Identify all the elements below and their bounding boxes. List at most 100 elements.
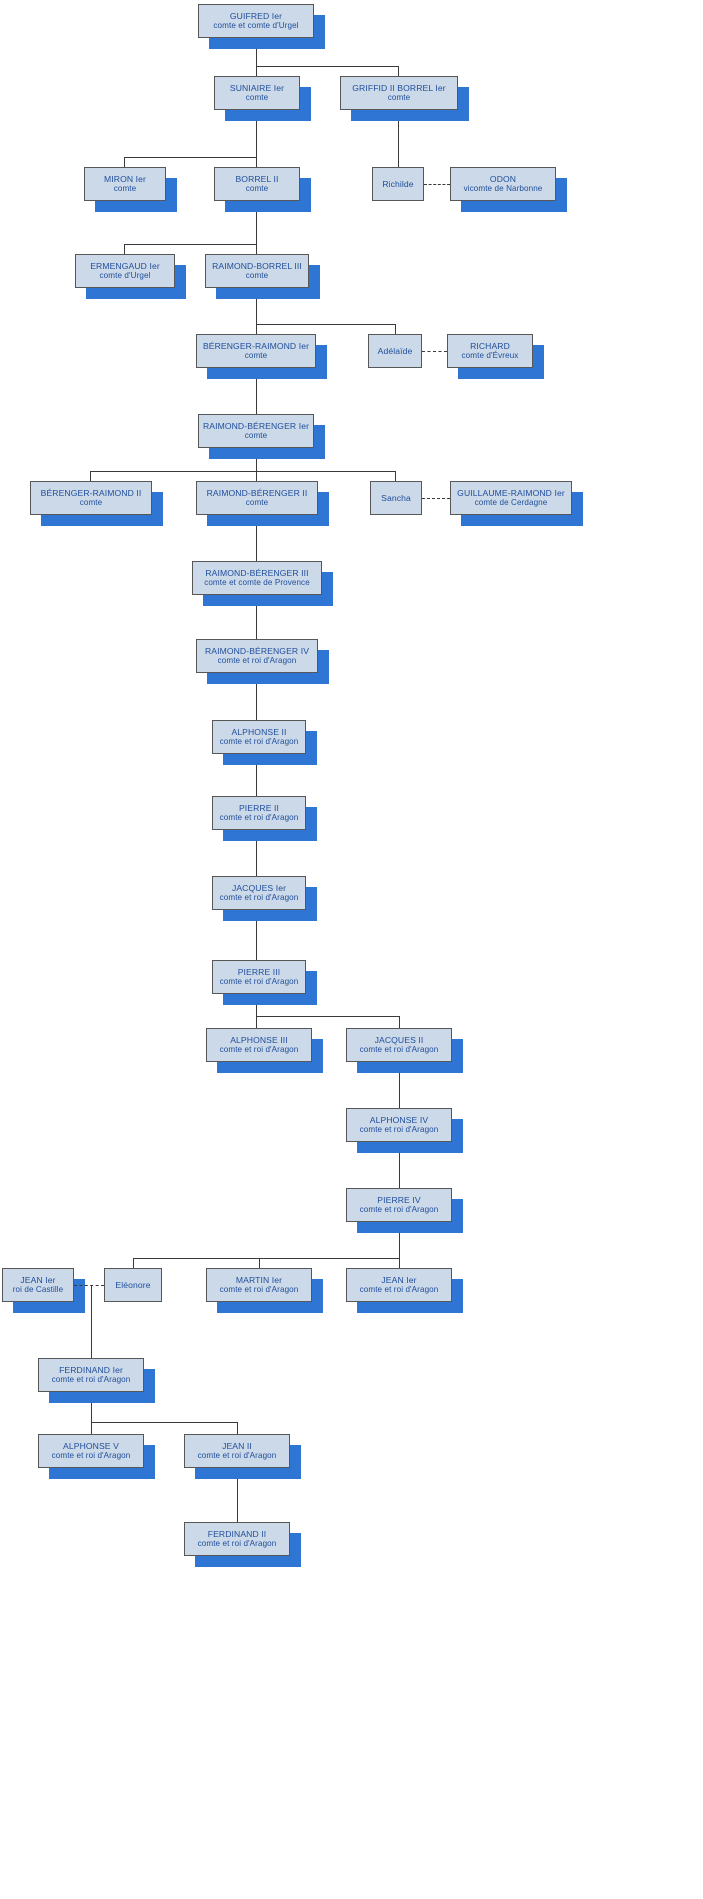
connector-line bbox=[256, 324, 258, 334]
person-name: RAIMOND-BÉRENGER Ier bbox=[202, 420, 310, 431]
connector-line bbox=[256, 38, 258, 66]
marriage-line-richilde-odon bbox=[424, 184, 450, 185]
person-node-sancha[interactable]: Sancha bbox=[370, 481, 422, 515]
connector-line bbox=[256, 244, 258, 254]
person-name: RAIMOND-BÉRENGER IV bbox=[204, 645, 310, 656]
connector-line bbox=[256, 201, 258, 244]
connector-line bbox=[256, 448, 258, 471]
connector-line bbox=[90, 471, 396, 473]
person-title: comte et roi d'Aragon bbox=[219, 977, 299, 987]
person-node-richilde[interactable]: Richilde bbox=[372, 167, 424, 201]
person-name: BÉRENGER-RAIMOND II bbox=[40, 487, 142, 498]
connector-line bbox=[124, 157, 257, 159]
person-title: comte et roi d'Aragon bbox=[217, 656, 297, 666]
connector-line bbox=[90, 471, 92, 481]
connector-line bbox=[256, 830, 258, 876]
connector-line bbox=[124, 244, 126, 254]
marriage-line-jean-eleonore bbox=[74, 1285, 104, 1286]
connector-line bbox=[256, 368, 258, 414]
connector-line bbox=[124, 244, 257, 246]
connector-line bbox=[256, 595, 258, 639]
person-name: JEAN II bbox=[222, 1440, 252, 1451]
person-title: comte et roi d'Aragon bbox=[51, 1375, 131, 1385]
person-name: GUILLAUME-RAIMOND Ier bbox=[457, 487, 565, 498]
connector-line bbox=[399, 1142, 401, 1188]
person-name: FERDINAND II bbox=[207, 1528, 267, 1539]
person-title: comte et roi d'Aragon bbox=[359, 1285, 439, 1295]
person-name: JACQUES II bbox=[374, 1034, 424, 1045]
person-node-eleonore[interactable]: Eléonore bbox=[104, 1268, 162, 1302]
connector-line bbox=[91, 1348, 93, 1358]
person-name: ALPHONSE II bbox=[231, 726, 287, 737]
person-title: comte et roi d'Aragon bbox=[51, 1451, 131, 1461]
person-title: comte bbox=[244, 431, 268, 441]
person-name: JACQUES Ier bbox=[231, 882, 287, 893]
person-name: GRIFFID II BORREL Ier bbox=[352, 82, 446, 93]
marriage-line-sancha-guillaume bbox=[422, 498, 450, 499]
person-name: Adélaïde bbox=[377, 345, 413, 356]
connector-line bbox=[91, 1422, 237, 1424]
connector-line bbox=[395, 471, 397, 481]
person-name: JEAN Ier bbox=[381, 1274, 417, 1285]
person-name: ODON bbox=[489, 173, 517, 184]
person-title: comte bbox=[245, 184, 269, 194]
person-name: PIERRE II bbox=[238, 802, 280, 813]
person-title: comte d'Évreux bbox=[461, 351, 519, 361]
connector-line bbox=[399, 1016, 401, 1028]
person-title: comte bbox=[244, 351, 268, 361]
person-title: comte et roi d'Aragon bbox=[359, 1205, 439, 1215]
person-title: roi de Castille bbox=[12, 1285, 64, 1295]
person-name: RAIMOND-BÉRENGER III bbox=[205, 567, 309, 578]
connector-line bbox=[256, 910, 258, 960]
person-title: comte et comte d'Urgel bbox=[213, 21, 299, 31]
person-node-adelaide[interactable]: Adélaïde bbox=[368, 334, 422, 368]
person-title: comte et comte de Provence bbox=[204, 578, 310, 588]
connector-line bbox=[399, 1222, 401, 1258]
connector-line bbox=[133, 1258, 135, 1268]
person-title: comte et roi d'Aragon bbox=[359, 1045, 439, 1055]
connector-line bbox=[256, 1016, 258, 1028]
connector-line bbox=[256, 1016, 400, 1018]
connector-line bbox=[399, 1258, 401, 1268]
connector-line bbox=[124, 157, 126, 167]
person-name: ERMENGAUD Ier bbox=[90, 260, 160, 271]
person-title: comte bbox=[387, 93, 411, 103]
person-title: comte et roi d'Aragon bbox=[219, 1045, 299, 1055]
connector-line bbox=[256, 288, 258, 324]
connector-line bbox=[256, 157, 258, 167]
person-title: comte et roi d'Aragon bbox=[219, 893, 299, 903]
person-name: ALPHONSE V bbox=[63, 1440, 119, 1451]
person-name: MARTIN Ier bbox=[235, 1274, 283, 1285]
